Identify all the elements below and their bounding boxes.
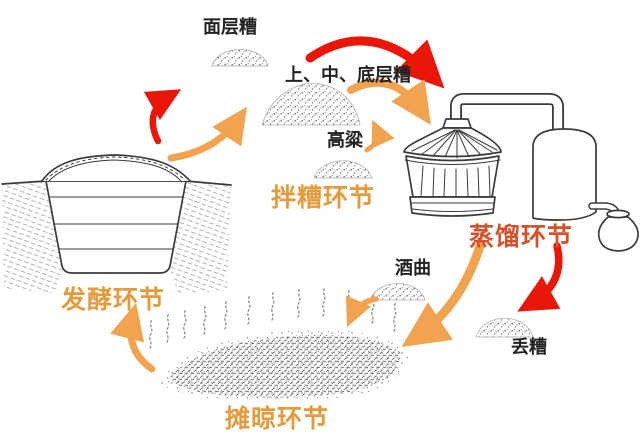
soil-hatching-right <box>170 181 231 293</box>
pit-walls <box>45 180 187 274</box>
arrow-sorghum-to-mash <box>364 119 395 153</box>
barrel-slats <box>420 165 491 197</box>
spreading-pile-illustration <box>149 287 409 402</box>
arrow-still-to-discard <box>517 242 563 312</box>
arrow-surface-mash-to-still <box>305 36 445 89</box>
condenser-tank <box>532 128 597 221</box>
sorghum-mound <box>313 160 373 179</box>
cone-radial-lines <box>411 129 498 159</box>
surface-mash-mound <box>211 49 269 67</box>
barrel-rim-band <box>404 159 501 165</box>
label-layered-mash: 上、中、底层糟 <box>285 65 411 85</box>
layered-mash-mound <box>261 82 361 126</box>
base-plank-line <box>411 208 494 212</box>
arrow-still-to-spreading <box>401 241 485 347</box>
label-qu-starter: 酒曲 <box>395 258 431 278</box>
barrel-base-band <box>409 196 496 217</box>
label-sorghum: 高粱 <box>327 130 363 150</box>
arrow-pit-to-layered-mash <box>167 106 248 162</box>
soil-hatching-left <box>2 181 62 293</box>
pit-mud-cap-texture <box>45 156 186 181</box>
still-pipe-bore <box>451 94 563 131</box>
barrel-body <box>405 155 500 198</box>
discarded-mash-mound <box>475 317 534 338</box>
arrow-layered-mash-to-still <box>347 78 431 125</box>
label-distillation-step: 蒸馏环节 <box>469 223 574 251</box>
arrow-pit-to-surface-mash <box>143 89 182 145</box>
label-mixing-step: 拌糟环节 <box>271 184 376 212</box>
liquor-jug-rim <box>606 209 630 219</box>
distillation-still-illustration <box>403 93 639 252</box>
still-pipe <box>450 93 564 131</box>
label-spreading-step: 摊晾环节 <box>225 405 330 433</box>
ground-line-right <box>185 180 232 186</box>
arrow-spreading-to-fermentation <box>110 302 156 373</box>
barrel-neck <box>442 118 472 129</box>
fermentation-pit-illustration <box>1 154 232 293</box>
spreading-pile-inner <box>170 334 401 398</box>
label-fermentation-step: 发酵环节 <box>61 286 166 314</box>
label-discarded-mash: 丢糟 <box>511 337 547 357</box>
label-surface-mash: 面层糟 <box>203 17 257 37</box>
qu-starter-mound <box>369 283 426 301</box>
pit-mud-cap-inner <box>48 159 182 182</box>
liquor-jug-body <box>597 216 639 252</box>
arrow-qu-to-spreading <box>345 295 379 328</box>
ground-line-left <box>1 180 47 185</box>
